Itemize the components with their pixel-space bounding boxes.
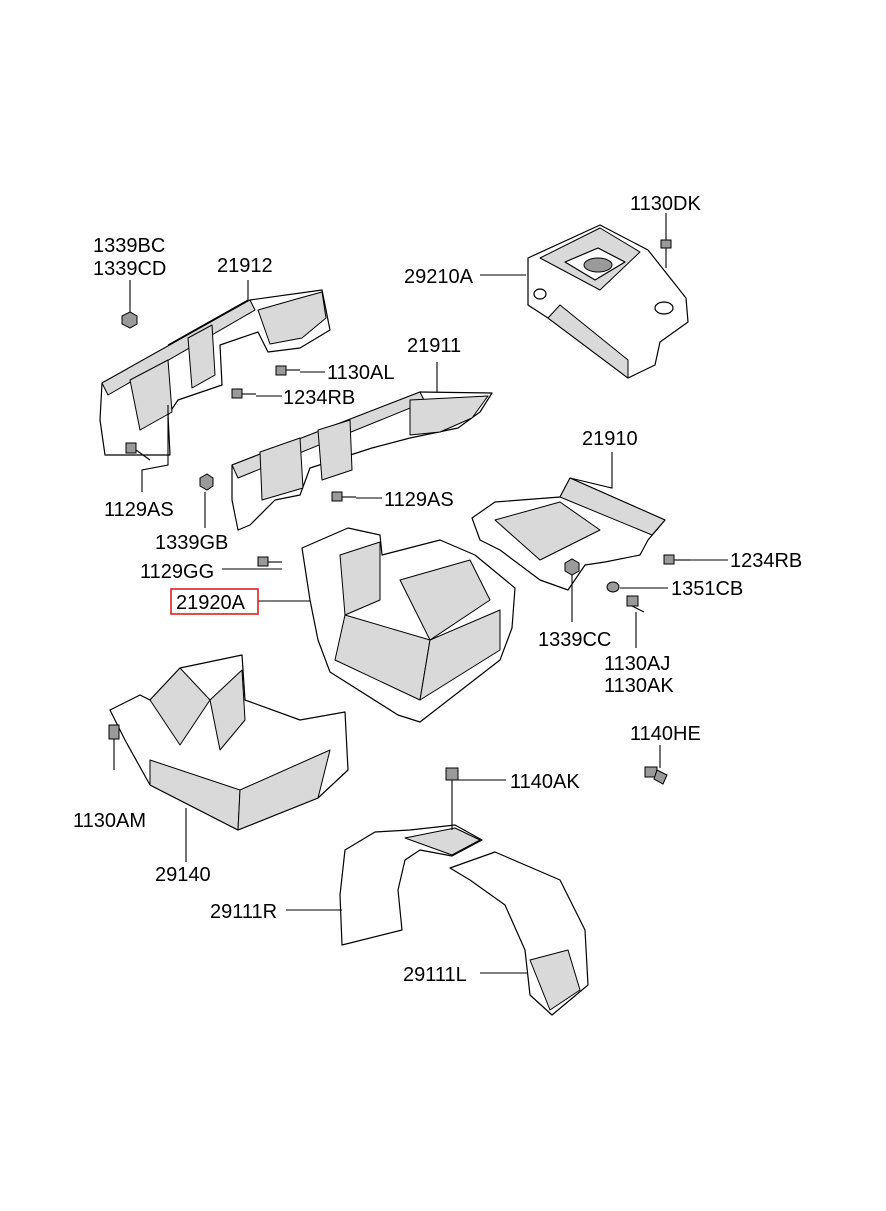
label-21912: 21912 [217, 255, 273, 277]
bolt-1130AL [275, 365, 300, 376]
label-1351CB: 1351CB [671, 578, 743, 600]
label-1234RB-top: 1234RB [283, 387, 355, 409]
label-1339GB: 1339GB [155, 532, 228, 554]
label-1130AM: 1130AM [73, 810, 146, 832]
rail-bracket-21911 [231, 391, 493, 531]
label-1130AJ: 1130AJ [604, 653, 670, 675]
rail-bracket-21912 [99, 289, 331, 456]
highlight-box-21920A [170, 588, 259, 615]
label-29210A: 29210A [404, 266, 474, 288]
tray-29140 [109, 654, 349, 831]
bolt-1129AS-left [125, 442, 151, 461]
label-1140AK: 1140AK [510, 771, 580, 793]
label-29111R: 29111R [210, 901, 277, 923]
bolt-1140HE [644, 766, 668, 785]
label-1129GG: 1129GG [140, 561, 214, 583]
leader-lines [129, 274, 728, 974]
nut-1339GB [199, 473, 214, 491]
label-21911: 21911 [407, 335, 461, 357]
bolt-1130AM [108, 724, 120, 770]
bolt-1129AS-mid [331, 491, 356, 502]
bolt-1140AK [445, 767, 459, 800]
bolt-1234RB-right [663, 554, 690, 565]
bolt-1130DK [660, 213, 672, 268]
nut-1339BC [121, 311, 138, 329]
label-21910: 21910 [582, 428, 638, 450]
label-1339CC: 1339CC [538, 629, 611, 651]
label-1130DK: 1130DK [630, 193, 701, 215]
callout-labels: 1130DK 1339BC 1339CD 21912 29210A 1130AL… [73, 193, 802, 986]
label-1339BC: 1339BC [93, 235, 165, 257]
skid-plate-21910 [471, 477, 666, 591]
washer-1351CB [606, 581, 620, 593]
label-29111L: 29111L [403, 964, 467, 986]
wheel-guard-29111R [339, 824, 483, 946]
label-1130AL: 1130AL [327, 362, 394, 384]
label-29140: 29140 [155, 864, 211, 886]
bolt-1234RB-top [231, 388, 256, 399]
bolt-1130AJ [626, 595, 645, 613]
label-1339CD: 1339CD [93, 258, 166, 280]
label-1129AS-mid: 1129AS [384, 489, 454, 511]
label-1140HE: 1140HE [630, 723, 701, 745]
bolt-1129GG [257, 556, 282, 567]
nut-1339CC [564, 558, 580, 576]
floor-pan-21920A [301, 527, 516, 723]
wheel-guard-29111L [449, 851, 589, 1016]
label-1130AK: 1130AK [604, 675, 674, 697]
label-1234RB-right: 1234RB [730, 550, 802, 572]
label-21920A: 21920A [176, 592, 246, 614]
label-1129AS-left: 1129AS [104, 499, 174, 521]
engine-cover-29210A [527, 224, 689, 379]
